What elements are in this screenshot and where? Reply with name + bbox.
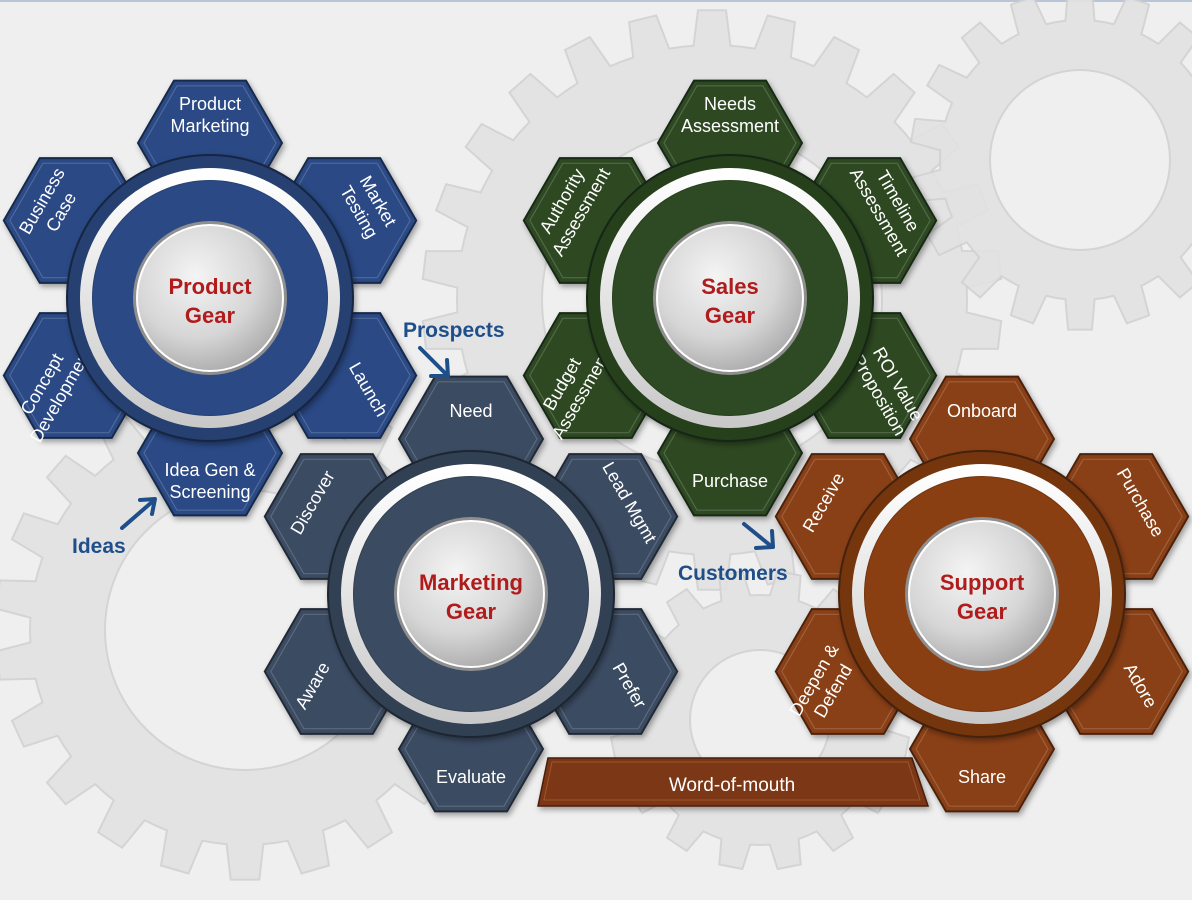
word-of-mouth-bar: Word-of-mouth — [537, 757, 930, 807]
top-border — [0, 0, 1192, 2]
product-segment-label: Idea Gen &Screening — [164, 460, 255, 502]
ideas-label: Ideas — [72, 535, 126, 558]
marketing-segment-line: Need — [449, 401, 492, 421]
marketing-segment-label: Need — [449, 401, 492, 421]
product-segment-line: Marketing — [170, 116, 249, 136]
sales-segment: AuthorityAssessment — [522, 157, 669, 284]
sales-gear-title-line: Gear — [705, 303, 756, 328]
sales-segment-line: Purchase — [692, 471, 768, 491]
support-segment-label: Onboard — [947, 401, 1017, 421]
support-gear-title-line: Support — [940, 570, 1025, 595]
prospects-arrow — [418, 346, 450, 378]
product-gear-title-line: Product — [168, 274, 252, 299]
prospects-label: Prospects — [403, 319, 505, 342]
marketing-segment-line: Evaluate — [436, 767, 506, 787]
marketing-gear-title-line: Gear — [446, 599, 497, 624]
marketing-segment-label: Evaluate — [436, 767, 506, 787]
word-of-mouth-label: Word-of-mouth — [669, 775, 795, 796]
product-segment-line: Screening — [169, 482, 250, 502]
ideas-arrow — [120, 497, 157, 530]
product-segment: Launch — [271, 312, 418, 439]
product-gear-title-line: Gear — [185, 303, 236, 328]
customers-label: Customers — [678, 562, 788, 585]
support-segment-line: Share — [958, 767, 1006, 787]
marketing-gear-title-line: Marketing — [419, 570, 523, 595]
customers-arrow — [742, 522, 775, 550]
sales-segment-line: Needs — [704, 94, 756, 114]
support-gear-title-line: Gear — [957, 599, 1008, 624]
sales-segment-line: Assessment — [681, 116, 779, 136]
product-segment-line: Idea Gen & — [164, 460, 255, 480]
support-segment-line: Onboard — [947, 401, 1017, 421]
product-segment-line: Product — [179, 94, 241, 114]
support-segment-label: Share — [958, 767, 1006, 787]
sales-segment-label: Purchase — [692, 471, 768, 491]
sales-gear-title-line: Sales — [701, 274, 759, 299]
